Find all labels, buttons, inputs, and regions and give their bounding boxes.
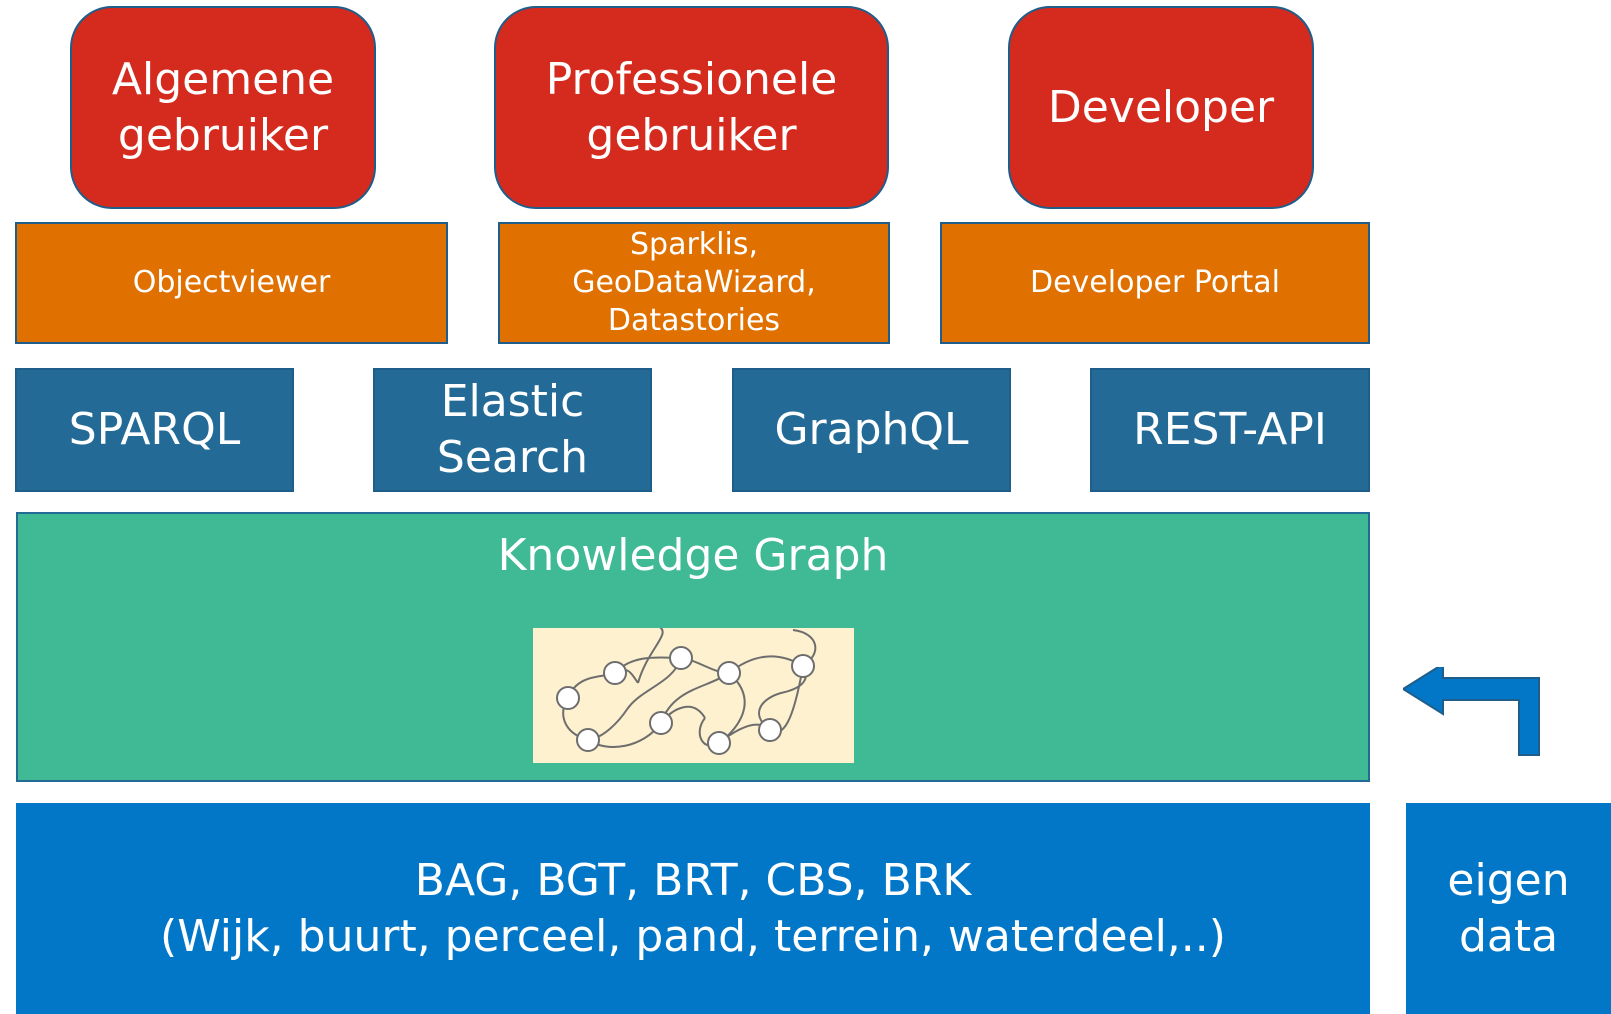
source-datasets-label: BAG, BGT, BRT, CBS, BRK (Wijk, buurt, pe… [160, 854, 1226, 962]
api-graphql: GraphQL [732, 368, 1011, 492]
api-rest-api-label: REST-API [1133, 404, 1327, 455]
api-rest-api: REST-API [1090, 368, 1370, 492]
user-developer: Developer [1008, 6, 1314, 209]
app-objectviewer-label: Objectviewer [132, 265, 331, 300]
api-elastic-search: Elastic Search [373, 368, 652, 492]
source-datasets: BAG, BGT, BRT, CBS, BRK (Wijk, buurt, pe… [16, 803, 1370, 1014]
user-developer-label: Developer [1047, 81, 1275, 133]
arrow-left-icon [1403, 667, 1540, 756]
app-developer-portal-label: Developer Portal [1029, 265, 1281, 300]
app-objectviewer: Objectviewer [15, 222, 448, 344]
user-algemene-gebruiker-label: Algemene gebruiker [111, 53, 335, 161]
own-data: eigen data [1406, 803, 1611, 1014]
app-sparklis-geodatawizard-datastories: Sparklis, GeoDataWizard, Datastories [498, 222, 890, 344]
app-developer-portal: Developer Portal [940, 222, 1370, 344]
user-professionele-gebruiker-label: Professionele gebruiker [545, 53, 838, 161]
api-sparql-label: SPARQL [68, 404, 241, 455]
knowledge-graph-label: Knowledge Graph [497, 530, 889, 581]
app-sparklis-label: Sparklis, GeoDataWizard, Datastories [572, 227, 816, 338]
own-data-label: eigen data [1447, 854, 1570, 962]
network-graph-icon [533, 628, 854, 763]
user-professionele-gebruiker: Professionele gebruiker [494, 6, 889, 209]
api-sparql: SPARQL [15, 368, 294, 492]
api-elastic-search-label: Elastic Search [436, 376, 589, 483]
api-graphql-label: GraphQL [774, 404, 969, 455]
user-algemene-gebruiker: Algemene gebruiker [70, 6, 376, 209]
